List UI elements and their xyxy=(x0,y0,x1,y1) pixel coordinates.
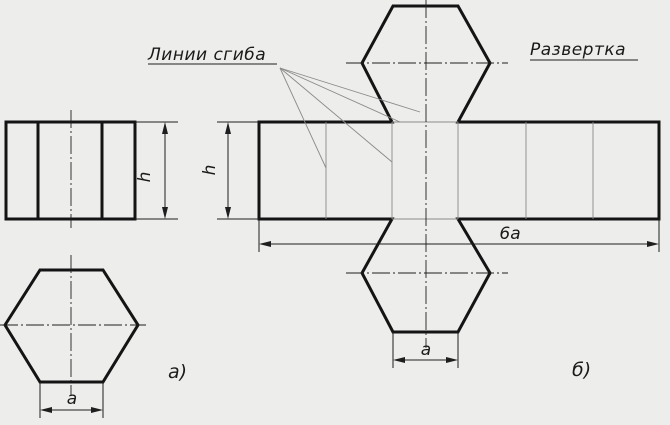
fold-lines-leaders xyxy=(279,67,421,169)
arrowhead xyxy=(91,407,103,413)
arrowhead xyxy=(446,357,458,363)
height-dimension-right: h xyxy=(200,121,259,220)
height-label-left: h xyxy=(135,172,155,183)
arrowhead xyxy=(162,207,168,219)
part-a-label: a) xyxy=(168,361,187,383)
length-label: 6a xyxy=(499,224,520,244)
arrowhead xyxy=(393,357,405,363)
length-dimension: 6a xyxy=(258,219,660,252)
fold-lines-note: Линии сгиба xyxy=(147,45,266,65)
arrowhead xyxy=(225,122,231,134)
side-label-right: a xyxy=(421,340,431,360)
part-b-label: б) xyxy=(572,359,591,381)
side-dimension-right: a xyxy=(392,332,459,368)
arrowhead xyxy=(225,207,231,219)
front-view xyxy=(4,110,137,228)
leader-line xyxy=(279,67,421,113)
arrowhead xyxy=(259,241,271,247)
arrowhead xyxy=(647,241,659,247)
side-dimension-left: a xyxy=(39,382,104,418)
height-label-right: h xyxy=(200,165,220,176)
height-dimension-left: h xyxy=(135,121,178,220)
front-view-outline xyxy=(4,120,137,221)
top-view xyxy=(0,255,146,396)
leader-line xyxy=(279,67,393,163)
leader-line xyxy=(279,67,401,123)
arrowhead xyxy=(162,122,168,134)
side-label-left: a xyxy=(67,389,77,409)
arrowhead xyxy=(40,407,52,413)
leader-line xyxy=(279,67,327,169)
development-note: Развертка xyxy=(530,40,626,60)
hexagon-top-view xyxy=(3,268,140,384)
